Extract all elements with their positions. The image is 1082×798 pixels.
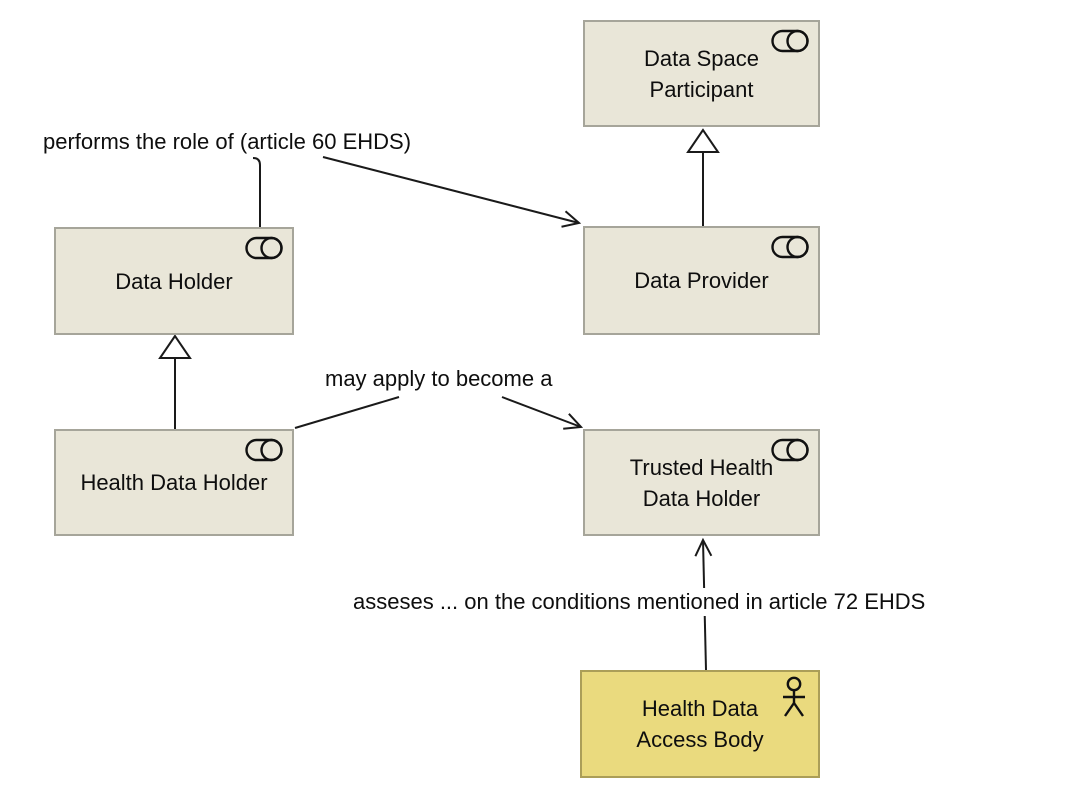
node-health-data-holder: Health Data Holder <box>54 429 294 536</box>
actor-icon <box>781 676 807 725</box>
cylinder-icon <box>245 438 283 467</box>
cylinder-icon <box>771 438 809 467</box>
edge-performs-role-arrow <box>322 156 582 228</box>
cylinder-icon <box>245 236 283 265</box>
node-health-data-access-body: Health Data Access Body <box>580 670 820 778</box>
node-label: Data Space Participant <box>644 45 759 102</box>
generalization-triangle-icon <box>158 334 192 359</box>
node-label: Health Data Holder <box>80 470 268 495</box>
node-label: Data Holder <box>115 268 233 294</box>
node-label: Data Provider <box>634 268 769 293</box>
edge-may-apply-stub <box>294 396 400 429</box>
edge-label-asseses: asseses ... on the conditions mentioned … <box>350 588 929 616</box>
node-label: Health Data Access Body <box>636 696 764 752</box>
edge-performs-role-stub <box>252 157 261 227</box>
cylinder-icon <box>771 29 809 58</box>
node-data-space-participant: Data Space Participant <box>583 20 820 127</box>
edge-may-apply-arrow <box>501 396 584 430</box>
edge-label-performs-role: performs the role of (article 60 EHDS) <box>40 128 415 156</box>
generalization-triangle-icon <box>686 128 720 153</box>
edge-label-may-apply: may apply to become a <box>322 365 556 393</box>
node-label: Trusted Health Data Holder <box>629 454 774 511</box>
node-data-provider: Data Provider <box>583 226 820 335</box>
cylinder-icon <box>771 235 809 264</box>
node-data-holder: Data Holder <box>54 227 294 335</box>
node-trusted-health-data-holder: Trusted Health Data Holder <box>583 429 820 536</box>
